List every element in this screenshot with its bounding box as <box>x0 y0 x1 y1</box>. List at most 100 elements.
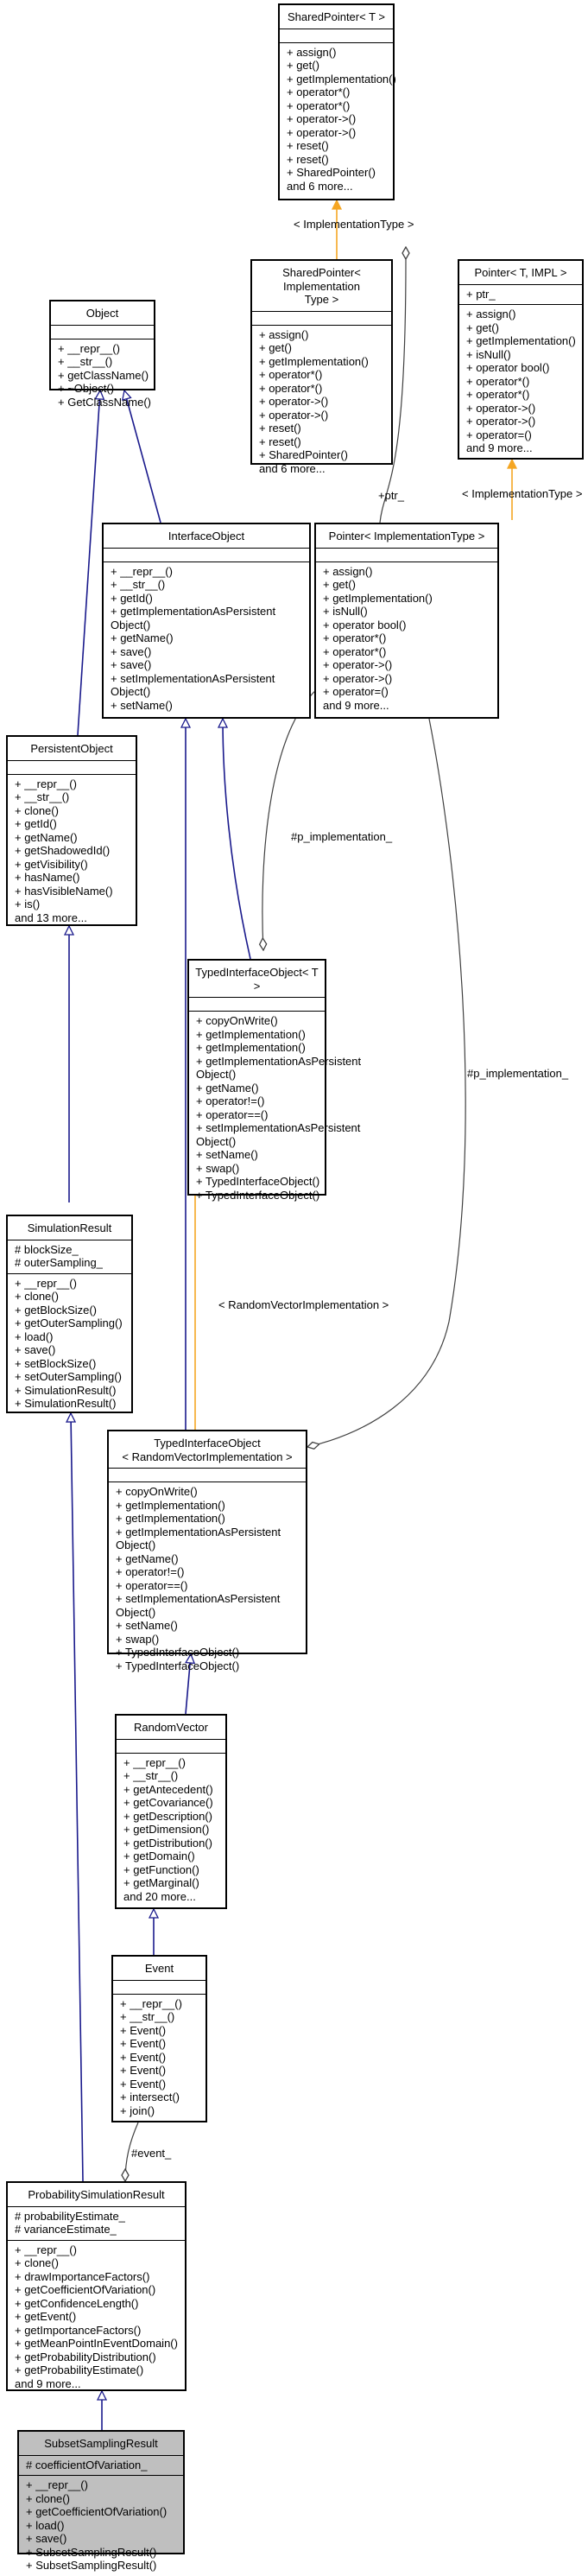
methods-line: + save() <box>15 1343 56 1356</box>
methods-line: + operator*() <box>466 374 530 388</box>
class-title-line: RandomVector <box>134 1721 208 1734</box>
edge-label-ptr-member: +ptr_ <box>378 489 404 502</box>
methods-line: + operator bool() <box>323 618 407 631</box>
attributes-section: # blockSize_# outerSampling_ <box>8 1240 131 1274</box>
class-box-typed-interface-object-random-vector-implementation[interactable]: TypedInterfaceObject< RandomVectorImplem… <box>107 1430 307 1672</box>
methods-line: + get() <box>323 578 356 591</box>
methods-line: + clone() <box>15 1290 59 1303</box>
methods-line: + setImplementationAsPersistent <box>111 671 275 685</box>
class-box-pointer-t-impl[interactable]: Pointer< T, IMPL >+ ptr_+ assign()+ get(… <box>458 259 584 460</box>
methods-line: + getImplementation() <box>466 334 576 347</box>
class-title-line: SharedPointer< Implementation <box>282 266 361 293</box>
methods-line: + operator->() <box>287 112 357 125</box>
methods-line: + SimulationResult() <box>15 1383 117 1397</box>
methods-line: + Event() <box>120 2064 167 2077</box>
methods-line: + operator==() <box>196 1107 269 1121</box>
edge-probsim-simulationresult <box>71 1413 84 2182</box>
methods-line: + drawImportanceFactors() <box>15 2269 150 2283</box>
class-box-object[interactable]: Object+ __repr__()+ __str__()+ getClassN… <box>49 300 155 409</box>
methods-line: + clone() <box>15 803 59 817</box>
methods-line: + assign() <box>287 45 337 59</box>
methods-line: and 9 more... <box>466 441 533 454</box>
methods-line: + operator->() <box>323 671 393 685</box>
methods-line: + __str__() <box>123 1769 179 1782</box>
class-box-simulation-result[interactable]: SimulationResult# blockSize_# outerSampl… <box>6 1215 133 1413</box>
attributes-section: # coefficientOfVariation_ <box>19 2456 183 2476</box>
methods-line: + getCovariance() <box>123 1796 213 1809</box>
attributes-line: + ptr_ <box>466 287 496 301</box>
methods-line: + __repr__() <box>15 777 77 790</box>
methods-line: Object() <box>196 1134 237 1148</box>
methods-line: + __str__() <box>111 578 166 591</box>
edge-event-probsim <box>125 2122 139 2181</box>
methods-line: + hasVisibleName() <box>15 884 113 898</box>
methods-line: Object() <box>111 685 151 698</box>
methods-line: + operator=() <box>323 685 389 698</box>
edge-label-p-implementation-1: #p_implementation_ <box>291 830 393 843</box>
class-title-section: Event <box>113 1957 205 1981</box>
methods-line: + assign() <box>259 327 309 341</box>
methods-line: + operator=() <box>466 428 532 441</box>
methods-line: + getProbabilityDistribution() <box>15 2350 156 2363</box>
methods-line: + setName() <box>196 1148 258 1161</box>
edge-label-random-vector-implementation: < RandomVectorImplementation > <box>218 1298 389 1311</box>
methods-line: + getDimension() <box>123 1823 210 1836</box>
attributes-section <box>252 312 391 326</box>
class-box-pointer-implementation-type[interactable]: Pointer< ImplementationType >+ assign()+… <box>314 523 499 719</box>
methods-line: + operator*() <box>323 644 387 658</box>
methods-line: + hasName() <box>15 871 80 884</box>
methods-line: + getImplementation() <box>116 1498 225 1512</box>
methods-line: + TypedInterfaceObject() <box>196 1188 320 1202</box>
methods-line: + getImplementation() <box>259 354 369 368</box>
methods-section: + copyOnWrite()+ getImplementation()+ ge… <box>109 1482 306 1676</box>
methods-line: + GetClassName() <box>58 395 151 409</box>
edge-pimpl-typedio-rvi <box>307 718 466 1447</box>
class-box-event[interactable]: Event+ __repr__()+ __str__()+ Event()+ E… <box>111 1955 207 2122</box>
methods-line: + Event() <box>120 2050 167 2064</box>
methods-line: + getCoefficientOfVariation() <box>15 2283 156 2296</box>
class-box-probability-simulation-result[interactable]: ProbabilitySimulationResult# probability… <box>6 2181 187 2391</box>
class-box-shared-pointer-t[interactable]: SharedPointer< T >+ assign()+ get()+ get… <box>278 3 396 200</box>
class-box-persistent-object[interactable]: PersistentObject+ __repr__()+ __str__()+… <box>6 735 137 926</box>
methods-line: and 13 more... <box>15 910 87 924</box>
methods-line: + get() <box>259 341 292 354</box>
methods-line: + __repr__() <box>15 1276 77 1290</box>
methods-section: + assign()+ get()+ getImplementation()+ … <box>280 43 396 197</box>
class-box-interface-object[interactable]: InterfaceObject+ __repr__()+ __str__()+ … <box>102 523 311 719</box>
class-title-section: SubsetSamplingResult <box>19 2432 183 2456</box>
methods-line: + isNull() <box>466 347 511 361</box>
attributes-section <box>280 29 393 43</box>
methods-section: + __repr__()+ __str__()+ getAntecedent()… <box>117 1754 225 1907</box>
methods-line: Object() <box>196 1068 237 1081</box>
edge-label-event-member: #event_ <box>131 2147 172 2160</box>
class-box-random-vector[interactable]: RandomVector + __repr__()+ __str__()+ get… <box>115 1714 227 1909</box>
attributes-line: # outerSampling_ <box>15 1256 103 1269</box>
methods-line: + operator*() <box>287 86 351 98</box>
methods-line: + getImplementation() <box>323 591 433 605</box>
methods-line: + Event() <box>120 2023 167 2037</box>
class-box-typed-interface-object-t[interactable]: TypedInterfaceObject< T >+ copyOnWrite()… <box>187 959 361 1202</box>
methods-line: + load() <box>15 1329 54 1343</box>
methods-line: + operator->() <box>466 401 536 415</box>
class-box-subset-sampling-result[interactable]: SubsetSamplingResult# coefficientOfVaria… <box>17 2430 185 2572</box>
methods-line: + setOuterSampling() <box>15 1370 122 1383</box>
class-title-section: InterfaceObject <box>104 524 309 549</box>
methods-line: and 9 more... <box>15 2376 81 2390</box>
methods-line: + isNull() <box>323 605 368 618</box>
methods-line: + getId() <box>15 817 57 830</box>
methods-line: + TypedInterfaceObject() <box>196 1175 320 1188</box>
class-title-section: PersistentObject <box>8 737 136 761</box>
attributes-section <box>51 326 154 339</box>
methods-line: + getImplementation() <box>196 1027 306 1041</box>
methods-line: + is() <box>15 898 41 910</box>
methods-line: and 6 more... <box>287 179 353 193</box>
methods-line: + operator==() <box>116 1578 188 1592</box>
attributes-section <box>104 549 309 562</box>
edge-label-implementation-type-2: < ImplementationType > <box>462 487 583 500</box>
class-title-section: ProbabilitySimulationResult <box>8 2183 185 2207</box>
methods-line: + getCoefficientOfVariation() <box>26 2505 168 2518</box>
edge-ptr-member <box>379 259 406 523</box>
